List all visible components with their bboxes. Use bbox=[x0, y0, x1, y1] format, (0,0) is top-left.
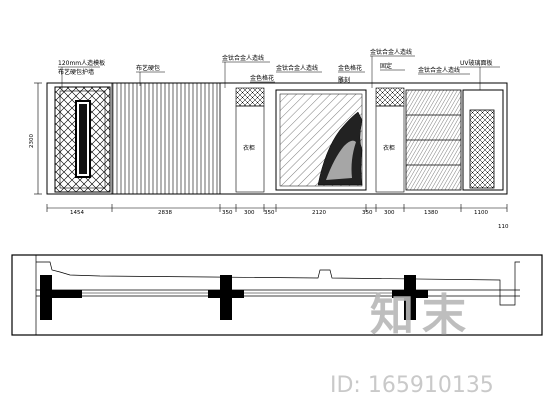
watermark-logo: 知末 bbox=[370, 290, 474, 341]
dim-0: 1454 bbox=[70, 210, 84, 216]
label-uv-panel: UV玻璃面板 bbox=[460, 59, 493, 67]
label-metal-top1: 金钛合金人造线 bbox=[222, 54, 264, 62]
dim-4: 350 bbox=[264, 210, 275, 216]
columns bbox=[40, 275, 428, 320]
label-metal-right: 金钛合金人造线 bbox=[418, 66, 460, 74]
wardrobe-right-label: 衣柜 bbox=[383, 144, 395, 152]
dim-6: 350 bbox=[362, 210, 373, 216]
watermark-id: ID: 165910135 bbox=[330, 373, 494, 398]
label-metal-top3: 金钛合金人造线 bbox=[370, 48, 412, 56]
dim-8: 1380 bbox=[424, 210, 438, 216]
label-frame-material: 120mm人造模板 bbox=[58, 59, 105, 67]
left-lattice-door bbox=[54, 86, 111, 193]
bottom-dimensions: 1454 2838 350 300 350 2120 350 300 1380 … bbox=[46, 204, 509, 230]
height-dimension: 2300 bbox=[29, 82, 42, 195]
right-lattice-door bbox=[462, 89, 504, 191]
dim-1: 2838 bbox=[158, 210, 172, 216]
elevation-view: 衣柜 衣柜 bbox=[29, 48, 509, 230]
label-fixed: 固定 bbox=[380, 62, 392, 70]
label-metal-lattice1: 金色格花 bbox=[250, 74, 274, 82]
dim-3: 300 bbox=[244, 210, 255, 216]
label-fabric-panel: 布艺硬包 bbox=[136, 64, 160, 72]
watermark: 知末 ID: 165910135 bbox=[330, 290, 494, 398]
center-diagonal-panel bbox=[275, 89, 367, 191]
right-cabinet bbox=[405, 89, 462, 191]
wardrobe-left-label: 衣柜 bbox=[243, 144, 255, 152]
plan-section bbox=[11, 254, 543, 336]
dim-right: 110 bbox=[498, 224, 509, 230]
dim-2: 350 bbox=[222, 210, 233, 216]
label-metal-lattice2: 金色格花 bbox=[338, 64, 362, 72]
fabric-stripe-panel bbox=[111, 82, 221, 195]
label-hard-roll: 布艺硬包护墙 bbox=[58, 68, 94, 76]
carved-column-right: 衣柜 bbox=[375, 87, 405, 193]
label-metal-top2: 金钛合金人造线 bbox=[276, 64, 318, 72]
dim-9: 1100 bbox=[474, 210, 488, 216]
carved-column-left: 衣柜 bbox=[235, 87, 265, 193]
dim-7: 300 bbox=[384, 210, 395, 216]
callout-labels: 120mm人造模板 布艺硬包护墙 布艺硬包 金钛合金人造线 金钛合金人造线 金色… bbox=[58, 48, 500, 90]
dim-5: 2120 bbox=[312, 210, 326, 216]
label-carving: 雕刻 bbox=[338, 76, 350, 84]
height-dim-text: 2300 bbox=[29, 134, 35, 148]
